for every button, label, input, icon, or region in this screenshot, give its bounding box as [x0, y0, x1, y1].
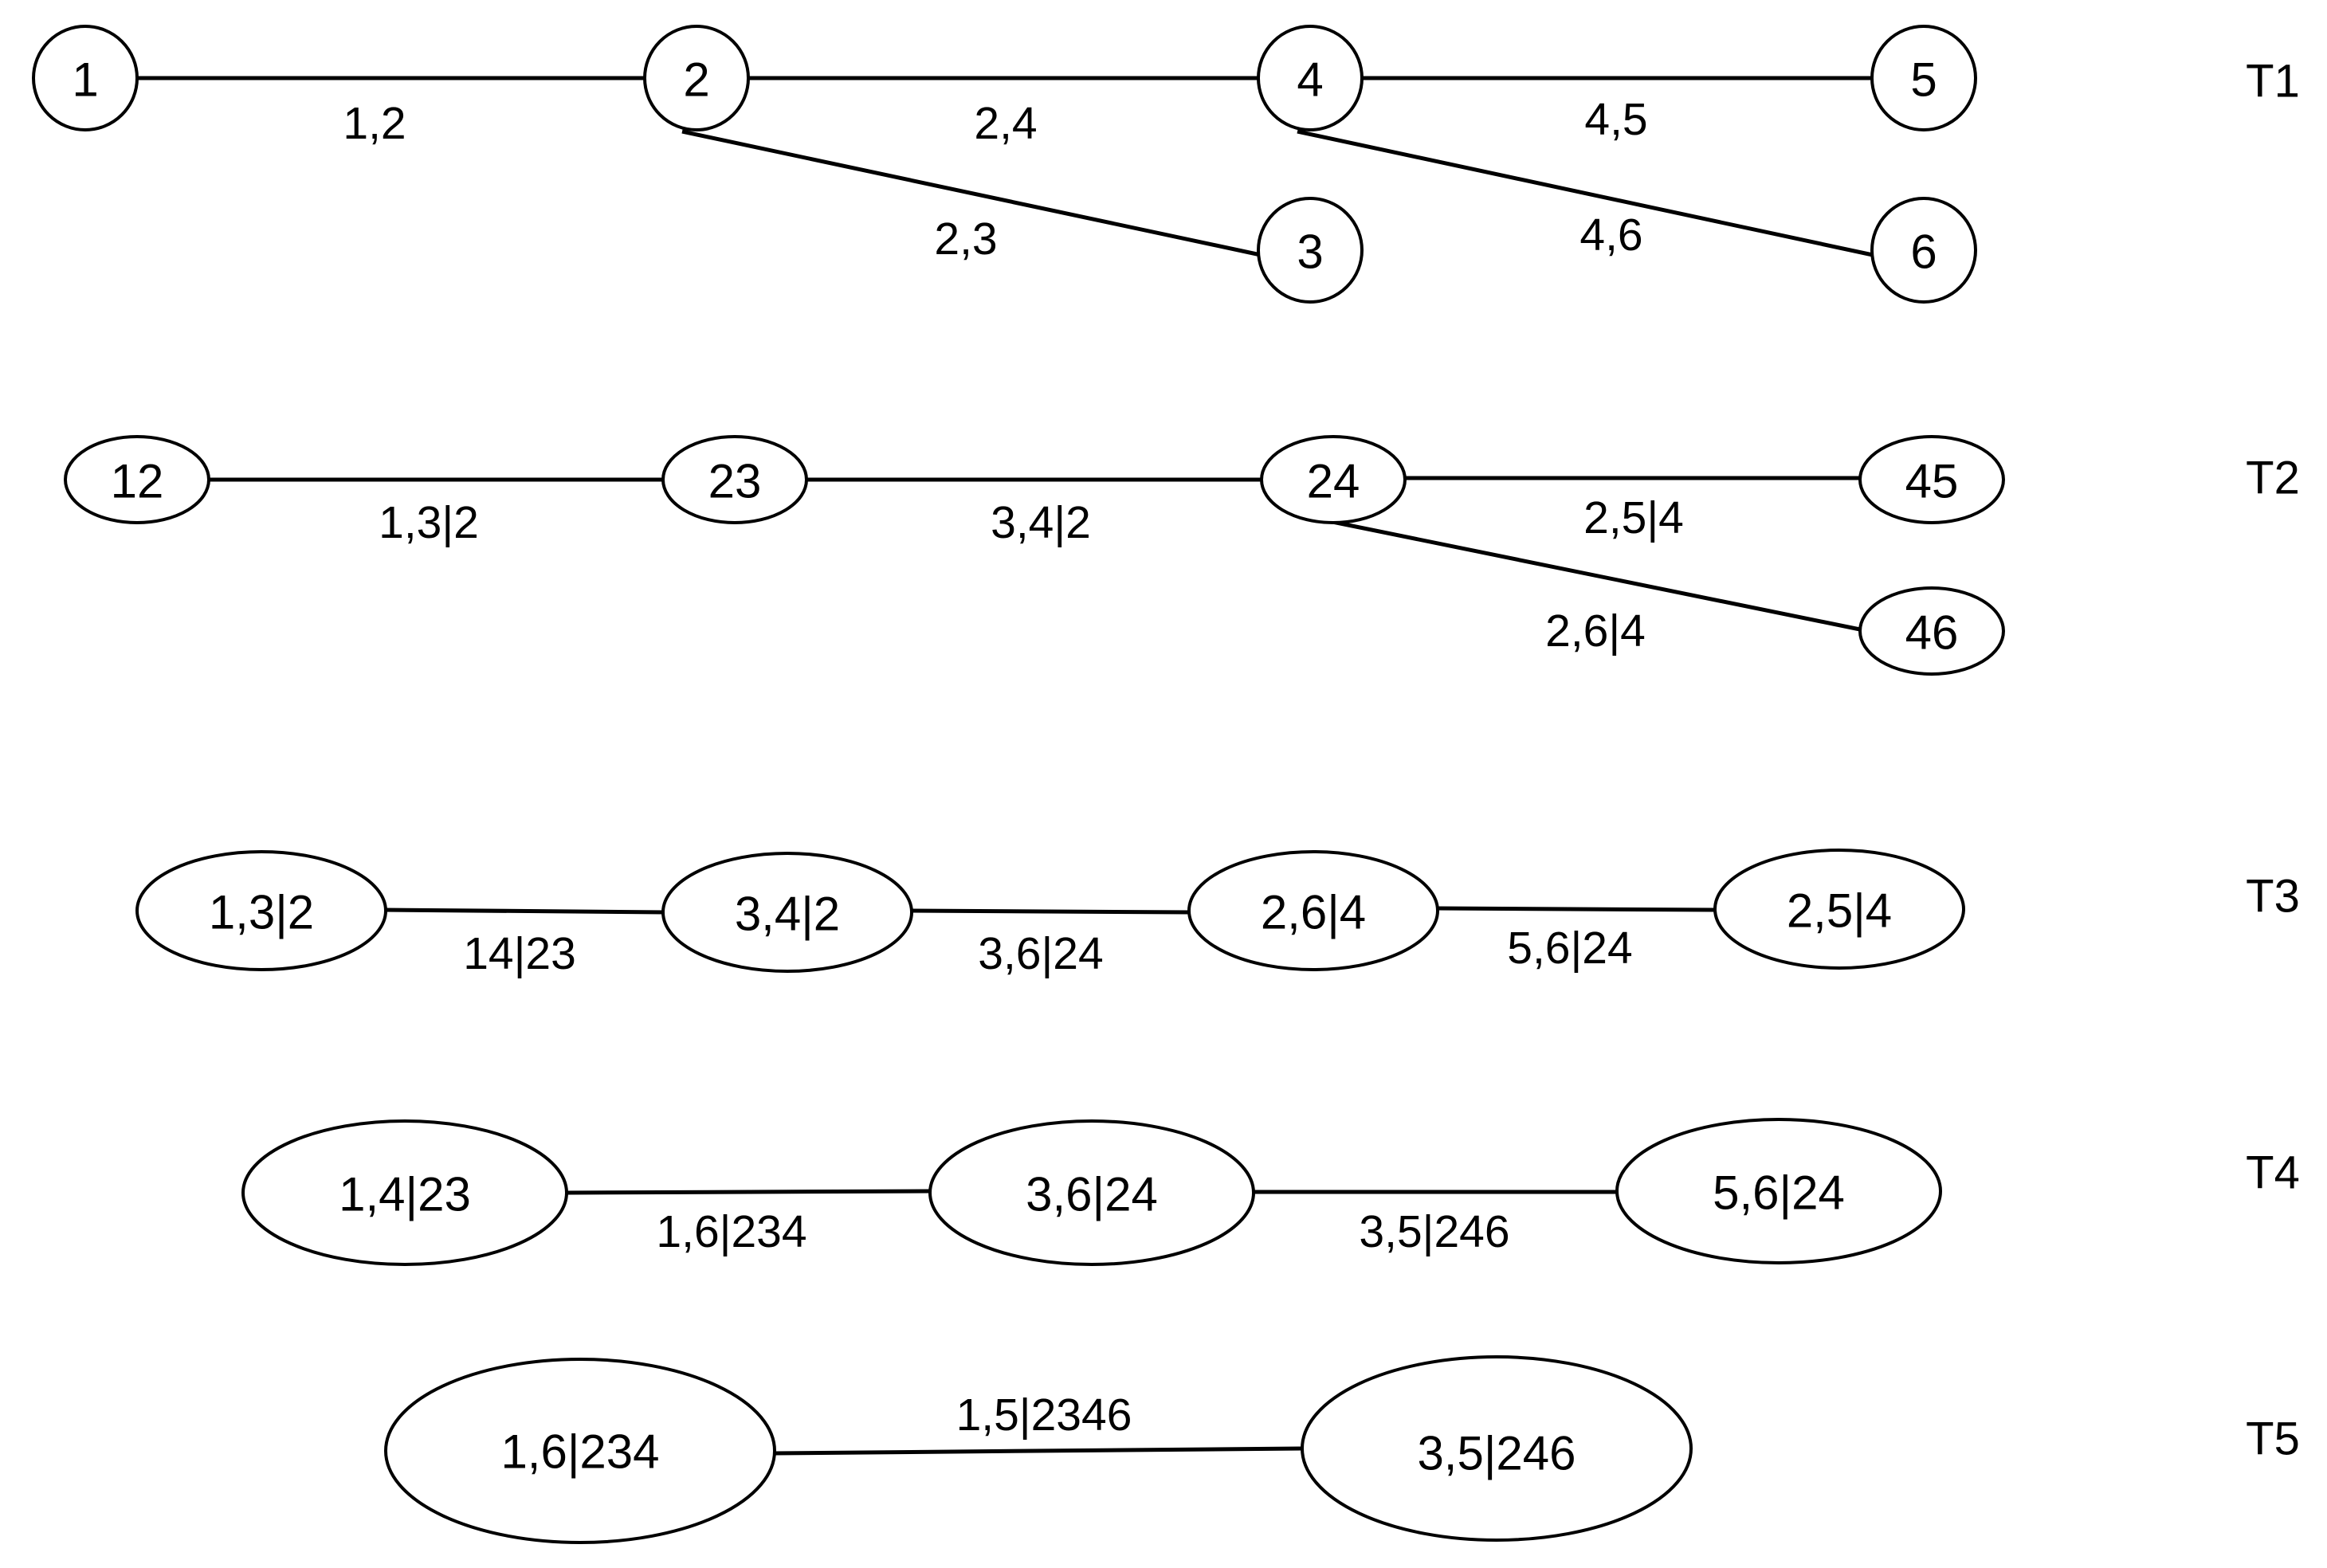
edge-label: 14|23 — [463, 928, 576, 979]
edge-line — [383, 907, 665, 915]
tree-label: T1 — [2246, 56, 2300, 108]
node-label: 1,3|2 — [209, 886, 314, 939]
edge-line — [774, 1446, 1303, 1456]
edge-label: 1,6|234 — [656, 1206, 806, 1257]
tree-node — [1713, 849, 1965, 970]
node-label: 3,5|246 — [1417, 1427, 1576, 1480]
node-label: 2,6|4 — [1261, 886, 1366, 939]
node-label: 12 — [111, 455, 164, 508]
node-label: 3,6|24 — [1026, 1168, 1158, 1221]
tree-t2: 12 23 24 45 46 1,3|2 3,4|2 2,5|4 2,6|4 T… — [64, 435, 2300, 676]
tree-node — [661, 435, 808, 524]
tree-t5: 1,6|234 3,5|246 1,5|2346 T5 — [384, 1355, 2300, 1544]
edge-label: 1,3|2 — [379, 497, 479, 548]
edge-label: 2,5|4 — [1583, 492, 1684, 543]
node-label: 5,6|24 — [1713, 1166, 1845, 1220]
tree-node — [1870, 25, 1977, 131]
tree-node — [643, 25, 750, 131]
tree-node — [384, 1358, 776, 1544]
node-label: 46 — [1905, 606, 1959, 660]
edge-label: 2,3 — [934, 214, 997, 265]
tree-label: T5 — [2246, 1413, 2300, 1465]
tree-node — [1870, 197, 1977, 304]
tree-node — [135, 850, 387, 971]
node-label: 5 — [1910, 53, 1937, 107]
edge-label: 4,6 — [1579, 210, 1642, 261]
node-label: 3 — [1297, 225, 1323, 279]
edge-label: 3,6|24 — [978, 928, 1103, 979]
tree-label: T2 — [2246, 453, 2300, 504]
tree-node — [1260, 435, 1407, 524]
edge-line — [1297, 129, 1874, 257]
tree-t1: 1 2 4 5 3 6 1,2 2,4 4,5 2,3 4,6 T1 — [32, 25, 2300, 304]
edge-label: 4,5 — [1584, 94, 1647, 145]
node-label: 1,4|23 — [339, 1168, 471, 1221]
tree-node — [661, 852, 913, 973]
edge-line — [681, 129, 1262, 257]
node-label: 6 — [1910, 225, 1937, 279]
tree-node — [1858, 586, 2005, 676]
tree-node — [1615, 1118, 1942, 1264]
edge-label: 3,5|246 — [1359, 1206, 1509, 1257]
edge-label: 1,2 — [343, 98, 406, 149]
node-label: 24 — [1307, 455, 1360, 508]
tree-node — [1858, 435, 2005, 524]
tree-node — [1257, 25, 1364, 131]
tree-t4: 1,4|23 3,6|24 5,6|24 1,6|234 3,5|246 T4 — [241, 1118, 2300, 1266]
node-label: 1,6|234 — [500, 1425, 659, 1479]
tree-node — [1301, 1355, 1693, 1542]
edge-label: 3,4|2 — [991, 497, 1091, 548]
edge-label: 1,5|2346 — [956, 1390, 1132, 1441]
tree-node — [32, 25, 139, 131]
edge-label: 2,4 — [974, 98, 1037, 149]
node-label: 2,5|4 — [1787, 884, 1892, 938]
node-label: 4 — [1297, 53, 1323, 107]
edge-label: 5,6|24 — [1507, 923, 1632, 974]
tree-node — [64, 435, 210, 524]
tree-node — [241, 1119, 568, 1266]
tree-label: T4 — [2246, 1147, 2300, 1199]
node-label: 23 — [708, 455, 762, 508]
node-label: 45 — [1905, 455, 1959, 508]
node-label: 2 — [683, 53, 709, 107]
tree-label: T3 — [2246, 871, 2300, 923]
node-label: 3,4|2 — [735, 888, 840, 941]
edge-label: 2,6|4 — [1545, 606, 1646, 657]
tree-node — [1187, 850, 1439, 971]
edge-line — [1332, 519, 1861, 632]
edge-line — [567, 1189, 930, 1195]
node-label: 1 — [72, 53, 98, 107]
tree-node — [1257, 197, 1364, 304]
tree-t3: 1,3|2 3,4|2 2,6|4 2,5|4 14|23 3,6|24 5,6… — [135, 849, 2300, 979]
tree-node — [928, 1119, 1255, 1266]
edge-line — [909, 908, 1191, 915]
edge-line — [1435, 906, 1716, 912]
